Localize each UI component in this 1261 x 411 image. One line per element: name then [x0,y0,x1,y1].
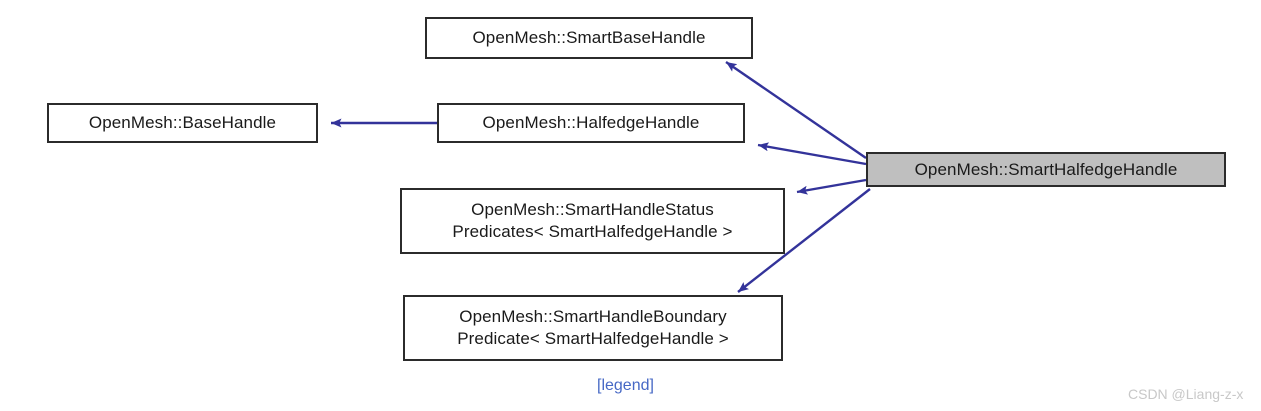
node-label: OpenMesh::SmartHandleStatus Predicates< … [452,200,733,241]
node-label: OpenMesh::BaseHandle [88,113,277,132]
truncated-heading [0,0,640,3]
node-smart-handle-boundary-predicate[interactable]: OpenMesh::SmartHandleBoundary Predicate<… [403,295,783,361]
node-smart-halfedge-handle[interactable]: OpenMesh::SmartHalfedgeHandle [866,152,1226,187]
edge-smart-to-halfedge [757,142,867,166]
edge-smart-to-statuspred [796,178,867,195]
node-smart-handle-status-predicates[interactable]: OpenMesh::SmartHandleStatus Predicates< … [400,188,785,254]
legend-link[interactable]: [legend] [597,377,654,394]
node-label: OpenMesh::SmartHalfedgeHandle [914,159,1178,179]
edge-smart-to-smartbase [725,61,867,159]
node-base-handle[interactable]: OpenMesh::BaseHandle [47,103,318,143]
node-label: OpenMesh::HalfedgeHandle [482,113,700,132]
node-smart-base-handle[interactable]: OpenMesh::SmartBaseHandle [425,17,753,59]
node-label: OpenMesh::SmartHandleBoundary Predicate<… [457,307,729,348]
node-label: OpenMesh::SmartBaseHandle [472,28,706,47]
watermark: CSDN @Liang-z-x [1128,386,1244,402]
node-halfedge-handle[interactable]: OpenMesh::HalfedgeHandle [437,103,745,143]
